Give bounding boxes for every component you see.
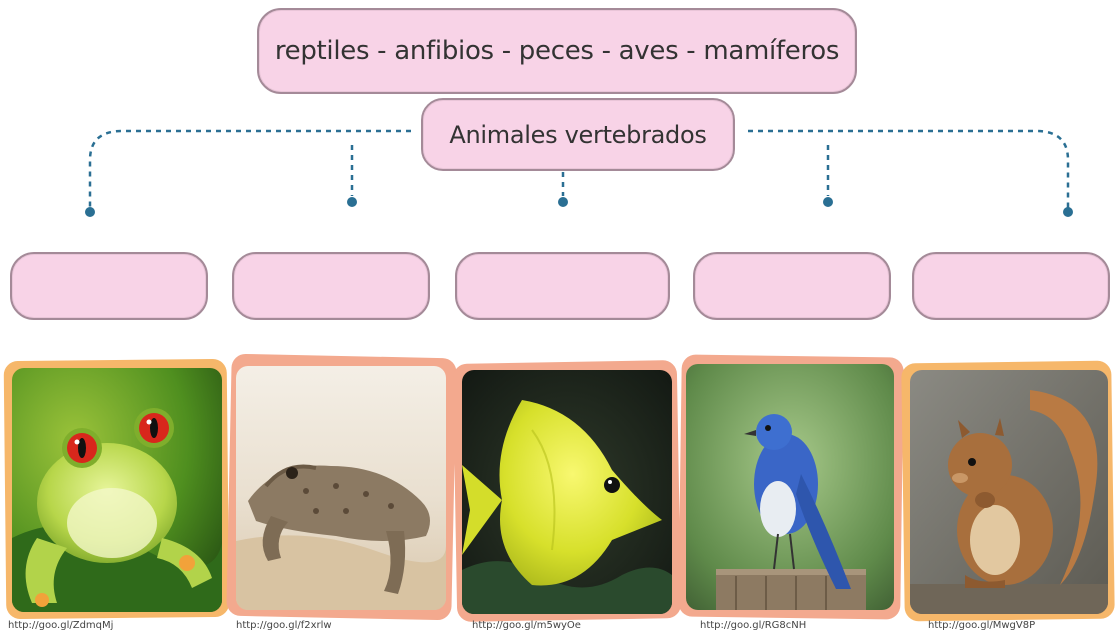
answer-box-4[interactable] bbox=[693, 252, 891, 320]
photo-credit-2[interactable]: http://goo.gl/f2xrlw bbox=[236, 620, 332, 631]
answer-box-1[interactable] bbox=[10, 252, 208, 320]
lizard-photo bbox=[236, 366, 446, 610]
squirrel-photo bbox=[910, 370, 1108, 614]
photo-credit-1[interactable]: http://goo.gl/ZdmqMj bbox=[8, 620, 114, 631]
connector-dot-2 bbox=[347, 197, 357, 207]
connector-right-branch bbox=[748, 129, 1070, 208]
vertebrates-hub: Animales vertebrados bbox=[421, 98, 735, 171]
vertebrate-groups-label: reptiles - anfibios - peces - aves - mam… bbox=[257, 8, 857, 94]
photo-credit-4[interactable]: http://goo.gl/RG8cNH bbox=[700, 620, 807, 631]
photo-credit-5[interactable]: http://goo.gl/MwgV8P bbox=[928, 620, 1036, 631]
vertebrates-hub-text: Animales vertebrados bbox=[449, 120, 707, 149]
photo-credit-3[interactable]: http://goo.gl/m5wyOe bbox=[472, 620, 581, 631]
connector-dot-5 bbox=[1063, 207, 1073, 217]
answer-box-5[interactable] bbox=[912, 252, 1110, 320]
answer-box-3[interactable] bbox=[455, 252, 670, 320]
connector-dot-1 bbox=[85, 207, 95, 217]
answer-box-2[interactable] bbox=[232, 252, 430, 320]
connector-dot-4 bbox=[823, 197, 833, 207]
frog-photo bbox=[12, 368, 222, 612]
connector-left-branch bbox=[88, 129, 411, 208]
connector-dot-3 bbox=[558, 197, 568, 207]
vertebrate-groups-text: reptiles - anfibios - peces - aves - mam… bbox=[274, 36, 840, 66]
bird-photo bbox=[686, 364, 894, 610]
fish-photo bbox=[462, 370, 672, 614]
